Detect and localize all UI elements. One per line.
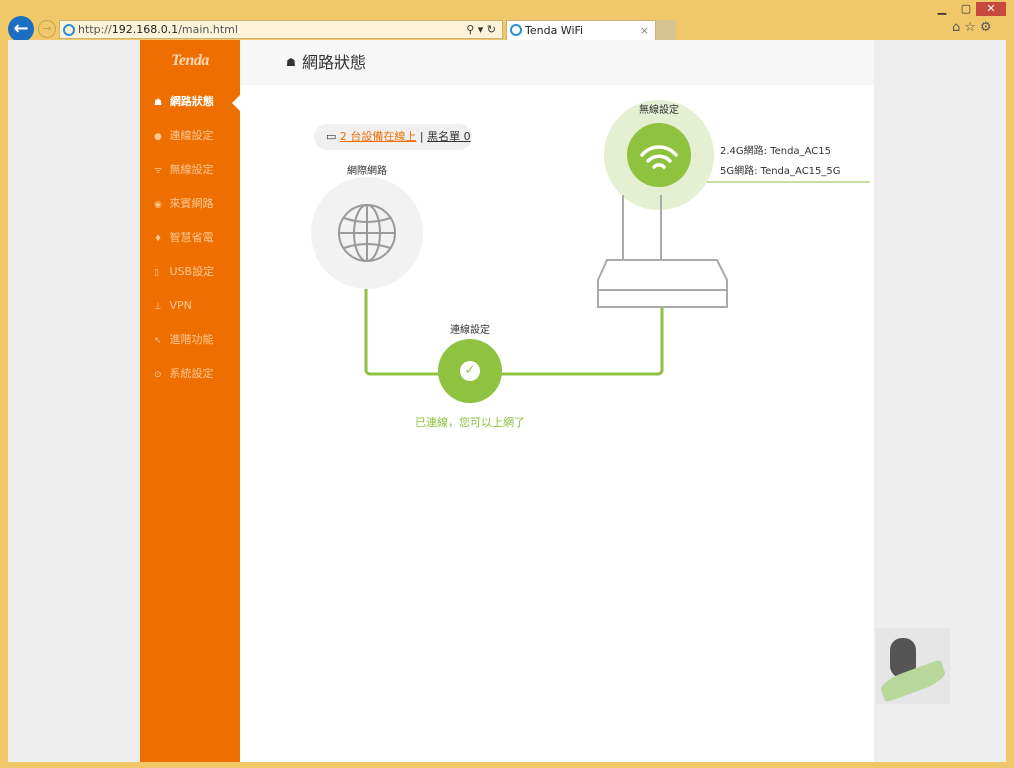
wifi-icon: ᯤ [154,166,163,176]
connection-line [364,270,664,376]
check-icon: ✓ [460,361,480,381]
search-refresh-icon[interactable]: ⚲ ▾ ↻ [466,23,496,36]
sidebar: Tenda ☗ 網路狀態 ● 連線設定 ᯤ 無線設定 ◉ 來賓網路 ♦ 智慧省電… [140,40,240,762]
wifi-icon [640,145,678,169]
wrench-icon: ↖ [154,336,162,346]
sidebar-item-vpn[interactable]: ⊥ VPN [140,296,240,316]
guest-icon: ◉ [154,200,162,210]
connection-status: 已連線，您可以上網了 [415,416,525,429]
devices-icon: ▭ [326,130,337,143]
new-tab-button[interactable] [656,20,676,40]
sidebar-item-wireless[interactable]: ᯤ 無線設定 [140,160,240,180]
ssid-5g: 5G網路: Tenda_AC15_5G [720,166,841,177]
sidebar-item-guest[interactable]: ◉ 來賓網路 [140,194,240,214]
address-path: /main.html [178,23,238,36]
ie-icon [510,24,522,36]
sidebar-item-label: 進階功能 [169,333,214,346]
page-viewport: Tenda ☗ 網路狀態 ● 連線設定 ᯤ 無線設定 ◉ 來賓網路 ♦ 智慧省電… [8,40,1006,762]
sidebar-item-system[interactable]: ⊙ 系統設定 [140,364,240,384]
address-prefix: http:// [78,23,112,36]
vpn-icon: ⊥ [154,302,162,312]
page-title: 網路狀態 [302,53,367,72]
bulb-icon: ♦ [154,234,163,244]
maximize-button[interactable]: ▢ [960,2,972,15]
sidebar-item-network-status[interactable]: ☗ 網路狀態 [140,92,240,112]
ssid-24g: 2.4G網路: Tenda_AC15 [720,146,831,157]
page-header: ☗ 網路狀態 [240,40,874,85]
router-illustration [597,195,728,308]
home-favorites-settings-icons[interactable]: ⌂☆⚙ [952,20,996,35]
connection-label: 連線設定 [450,325,490,336]
internet-node[interactable] [311,177,423,289]
sidebar-item-connection[interactable]: ● 連線設定 [140,126,240,146]
connection-node[interactable]: ✓ [438,339,502,403]
internet-label: 網際網路 [347,166,387,177]
devices-online-pill: ▭ 2 台設備在線上 | 黑名單 0 [314,124,472,150]
sidebar-item-label: 網路狀態 [169,95,214,108]
sidebar-item-label: 系統設定 [169,367,214,380]
close-tab-icon[interactable]: × [639,24,649,37]
ie-icon [63,24,75,36]
sidebar-item-label: VPN [169,299,192,312]
browser-chrome: ▁ ▢ ✕ ← → http://192.168.0.1/main.html ⚲… [0,0,1014,42]
wireless-label: 無線設定 [639,105,679,116]
separator: | [416,130,428,143]
sidebar-item-label: 連線設定 [169,129,214,142]
main-panel: ☗ 網路狀態 ▭ 2 台設備在線上 | 黑名單 0 網際網路 無線設定 2.4G… [240,40,874,762]
sidebar-item-usb[interactable]: ▯ USB設定 [140,262,240,282]
address-host: 192.168.0.1 [111,23,179,36]
forward-button[interactable]: → [38,20,56,38]
active-item-pointer [232,95,240,111]
blacklist-link[interactable]: 黑名單 0 [427,130,471,143]
tab-tenda-wifi[interactable]: Tenda WiFi × [506,20,656,40]
globe-icon: ● [154,132,162,142]
back-button[interactable]: ← [8,16,34,42]
sidebar-item-label: 來賓網路 [169,197,214,210]
router-icon: ☗ [286,56,296,69]
usb-icon: ▯ [154,268,159,278]
settings-icon: ⊙ [154,370,162,380]
sidebar-item-power-saving[interactable]: ♦ 智慧省電 [140,228,240,248]
minimize-button[interactable]: ▁ [937,2,947,15]
watermark-logo [876,628,950,704]
close-window-button[interactable]: ✕ [976,2,1006,16]
sidebar-item-label: USB設定 [169,265,215,278]
sidebar-item-label: 智慧省電 [169,231,214,244]
sidebar-item-advanced[interactable]: ↖ 進階功能 [140,330,240,350]
address-bar[interactable]: http://192.168.0.1/main.html ⚲ ▾ ↻ [59,20,503,39]
router-icon: ☗ [154,98,163,108]
tab-title: Tenda WiFi [525,24,584,37]
tenda-logo: Tenda [171,52,209,69]
globe-icon [338,204,396,262]
wireless-button[interactable] [627,123,691,187]
sidebar-item-label: 無線設定 [169,163,214,176]
devices-online-link[interactable]: 2 台設備在線上 [339,130,417,143]
